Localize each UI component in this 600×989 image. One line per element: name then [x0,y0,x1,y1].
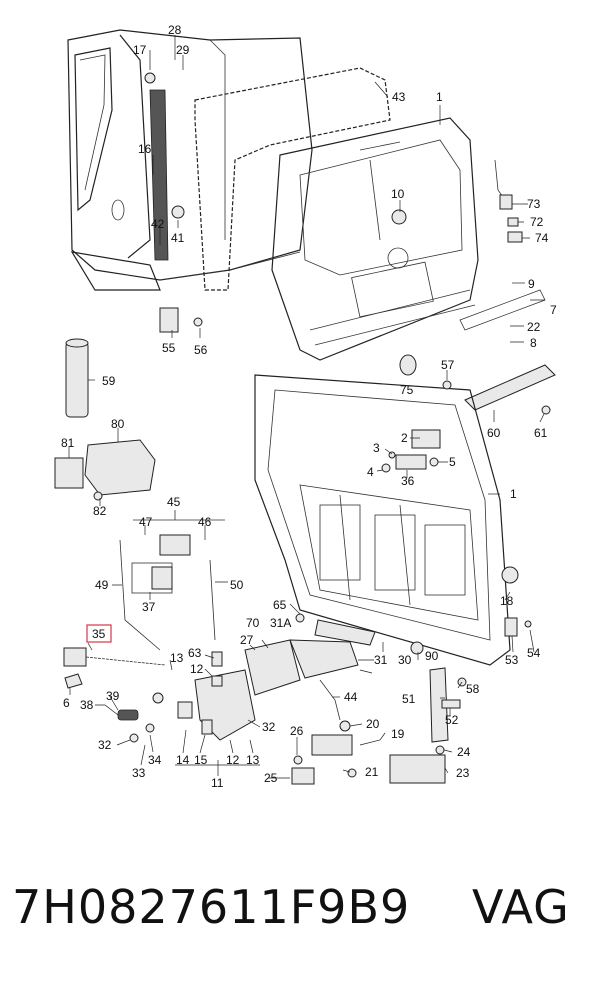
trim-strip [464,364,556,411]
callout-label: 13 [170,651,184,665]
small-parts [54,72,551,785]
callout-label: 17 [133,43,147,57]
tailgate-outer-panel [271,117,479,361]
callout-label: 65 [273,598,287,612]
callout-label: 38 [80,698,94,712]
callout-label: 6 [63,696,70,710]
callout-label: 46 [198,515,212,529]
callout-label: 41 [171,231,185,245]
callout-label: 12 [226,753,240,767]
callout-label: 5 [449,455,456,469]
brand-caption: VAG [472,880,570,934]
callout-label: 12 [190,662,204,676]
callout-label-highlighted: 35 [92,627,106,641]
callout-label: 32 [98,738,112,752]
callout-label: 39 [106,689,120,703]
callout-label: 14 [176,753,190,767]
callout-label: 45 [167,495,181,509]
callout-label: 8 [530,336,537,350]
callout-label: 53 [505,653,519,667]
callout-label: 16 [138,142,152,156]
leader-lines [68,35,545,779]
callout-label: 81 [61,436,75,450]
callout-label: 90 [425,649,439,663]
callout-label: 54 [527,646,541,660]
callout-label: 24 [457,745,471,759]
callout-label: 31A [270,616,291,630]
callout-label: 82 [93,504,107,518]
callout-label: 33 [132,766,146,780]
callout-label: 70 [246,616,260,630]
callout-label: 36 [401,474,415,488]
callout-label: 15 [194,753,208,767]
callout-label: 52 [445,713,459,727]
callout-label: 49 [95,578,109,592]
callout-label: 42 [151,217,165,231]
callout-labels: 28 17 29 43 1 16 73 10 72 42 41 74 9 7 2… [61,23,557,790]
callout-label: 75 [400,383,414,397]
callout-label: 1 [436,90,443,104]
callout-label: 29 [176,43,190,57]
callout-label: 44 [344,690,358,704]
callout-label: 60 [487,426,501,440]
callout-label: 25 [264,771,278,785]
callout-label: 31 [374,653,388,667]
callout-label: 61 [534,426,548,440]
callout-label: 74 [535,231,549,245]
callout-label: 2 [401,431,408,445]
callout-label: 32 [262,720,276,734]
callout-label: 43 [392,90,406,104]
callout-label: 72 [530,215,544,229]
callout-label: 57 [441,358,455,372]
callout-label: 18 [500,594,514,608]
callout-label: 26 [290,724,304,738]
vehicle-body-outline [67,29,313,291]
callout-label: 28 [168,23,182,37]
callout-label: 20 [366,717,380,731]
exploded-parts-diagram: 28 17 29 43 1 16 73 10 72 42 41 74 9 7 2… [54,23,557,790]
callout-label: 27 [240,633,254,647]
callout-label: 63 [188,646,202,660]
callout-label: 7 [550,303,557,317]
highlighted-callout: 35 [86,624,112,643]
callout-label: 13 [246,753,260,767]
callout-label: 59 [102,374,116,388]
callout-label: 51 [402,692,416,706]
callout-label: 73 [527,197,541,211]
callout-label: 34 [148,753,162,767]
callout-label: 21 [365,765,379,779]
part-number-caption: 7H0827611F9B9 [12,880,411,934]
callout-label: 19 [391,727,405,741]
callout-label: 22 [527,320,541,334]
callout-label: 3 [373,441,380,455]
tailgate-inner-panel [254,374,519,666]
callout-label: 4 [367,465,374,479]
callout-label: 23 [456,766,470,780]
tailgate-seal [194,67,391,291]
callout-label: 11 [211,776,224,790]
callout-label: 55 [162,341,176,355]
callout-label: 30 [398,653,412,667]
callout-label: 9 [528,277,535,291]
callout-label: 80 [111,417,125,431]
callout-label: 10 [391,187,405,201]
callout-label: 56 [194,343,208,357]
callout-label: 50 [230,578,244,592]
callout-label: 1 [510,487,517,501]
callout-label: 58 [466,682,480,696]
callout-label: 47 [139,515,153,529]
callout-label: 37 [142,600,156,614]
